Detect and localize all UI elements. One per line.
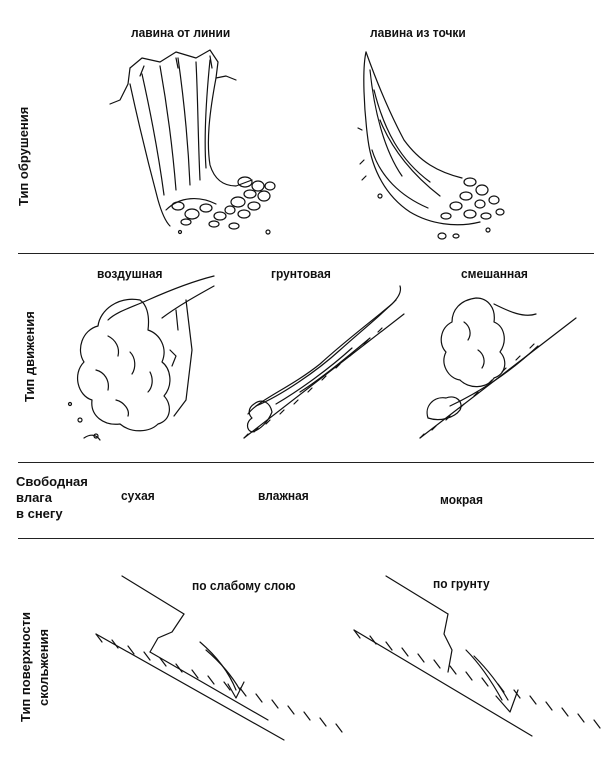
moisture-header-line-3: в снегу (16, 506, 63, 521)
moisture-damp-label: влажная (258, 488, 309, 503)
moisture-wet-label: мокрая (440, 492, 483, 507)
motion-airborne-label: воздушная (97, 266, 163, 281)
ground-sliding-illustration (353, 575, 601, 737)
divider-1 (18, 253, 594, 254)
sliding-ground-label: по грунту (433, 576, 490, 591)
release-line-label: лавина от линии (131, 25, 231, 40)
sliding-weak-layer-label: по слабому слою (192, 578, 296, 593)
motion-ground-label: грунтовая (271, 266, 331, 281)
moisture-header: Свободная влага в снегу (16, 474, 88, 522)
point-avalanche-illustration (357, 51, 505, 240)
moisture-header-line-2: влага (16, 490, 52, 505)
mixed-motion-illustration (419, 297, 577, 439)
release-point-label: лавина из точки (370, 25, 466, 40)
moisture-header-line-1: Свободная (16, 474, 88, 489)
slab-avalanche-illustration (109, 49, 276, 235)
airborne-motion-illustration (67, 275, 215, 441)
divider-3 (18, 538, 594, 539)
divider-2 (18, 462, 594, 463)
moisture-dry-label: сухая (121, 488, 155, 503)
ground-motion-illustration (243, 285, 405, 439)
motion-mixed-label: смешанная (461, 266, 528, 281)
weak-layer-sliding-illustration (95, 575, 343, 741)
